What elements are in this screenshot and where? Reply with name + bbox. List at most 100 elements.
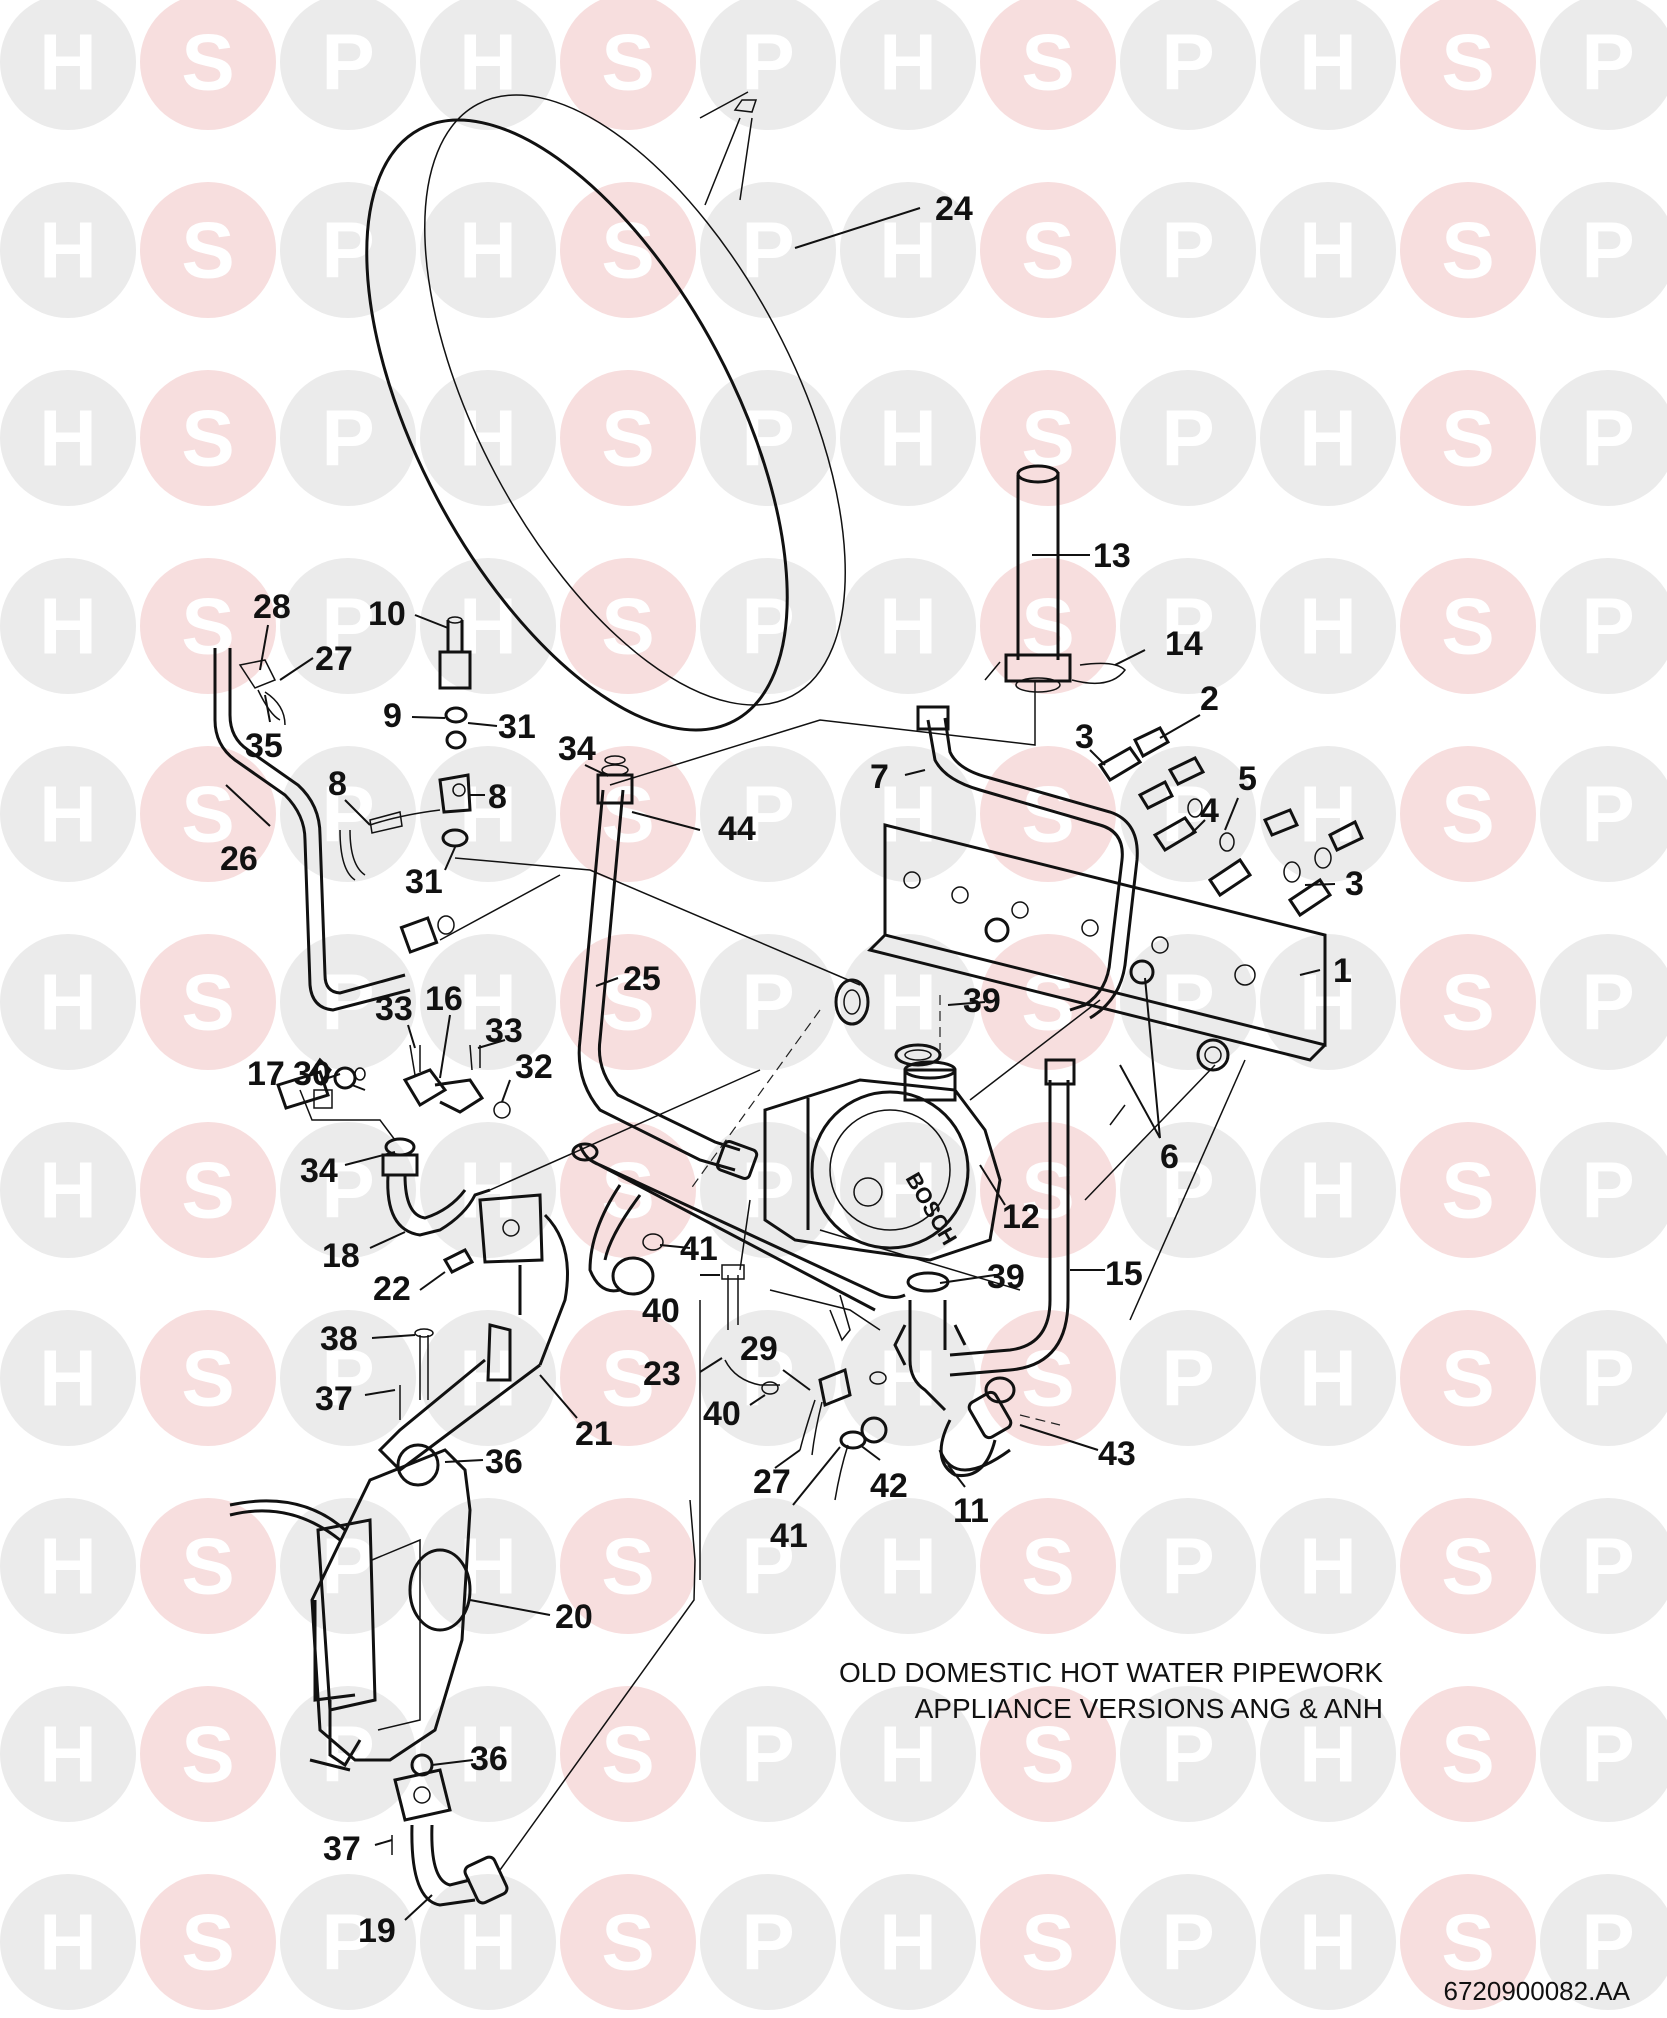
watermark-disc-s (140, 558, 276, 694)
callout-8: 8 (328, 765, 347, 803)
expansion-vessel (365, 91, 1001, 732)
watermark-disc-s (980, 558, 1116, 694)
callout-15: 15 (1105, 1255, 1143, 1293)
watermark-disc-h (1260, 182, 1396, 318)
callout-33: 33 (375, 990, 413, 1028)
watermark-letter-s: S (1021, 18, 1074, 107)
callout-39: 39 (963, 982, 1001, 1020)
watermark-letter-s: S (601, 582, 654, 671)
callout-39b: 39 (987, 1258, 1025, 1296)
watermark-letter-h: H (459, 394, 517, 483)
watermark-disc-p (1540, 1122, 1667, 1258)
watermark-disc-h (420, 558, 556, 694)
watermark-disc-p (1120, 182, 1256, 318)
watermark-letter-s: S (181, 206, 234, 295)
watermark-letter-s: S (1021, 1710, 1074, 1799)
callout-4: 4 (1200, 792, 1219, 830)
watermark-disc-s (140, 1498, 276, 1634)
watermark-letter-s: S (181, 582, 234, 671)
watermark-letter-h: H (459, 1898, 517, 1987)
watermark-letter-s: S (601, 958, 654, 1047)
watermark-disc-h (0, 558, 136, 694)
watermark-disc-s (560, 1874, 696, 2010)
watermark-disc-h (840, 1686, 976, 1822)
watermark-disc-h (840, 1122, 976, 1258)
caption-block: OLD DOMESTIC HOT WATER PIPEWORK APPLIANC… (839, 1657, 1383, 1724)
callout-34b: 34 (300, 1152, 338, 1190)
watermark-letter-h: H (39, 770, 97, 859)
watermark-letter-h: H (879, 394, 937, 483)
watermark-disc-h (0, 1874, 136, 2010)
callout-17: 17 (247, 1055, 285, 1093)
watermark-letter-p: P (1581, 206, 1634, 295)
watermark-disc-p (1120, 1686, 1256, 1822)
watermark-letter-h: H (459, 582, 517, 671)
watermark-letter-p: P (1161, 582, 1214, 671)
watermark-letter-s: S (1441, 1522, 1494, 1611)
watermark-disc-h (840, 558, 976, 694)
bracket-21 (377, 1193, 569, 1472)
watermark-letter-s: S (601, 1522, 654, 1611)
leader-lines (225, 207, 1336, 1921)
callout-21: 21 (575, 1415, 613, 1453)
watermark-disc-p (280, 746, 416, 882)
watermark-letter-h: H (879, 1522, 937, 1611)
callout-25: 25 (623, 960, 661, 998)
callout-18: 18 (322, 1237, 360, 1275)
callout-7: 7 (870, 758, 889, 796)
watermark-letter-p: P (321, 1334, 374, 1423)
watermark-disc-h (1260, 370, 1396, 506)
callout-3: 3 (1075, 718, 1094, 756)
watermark-letter-p: P (321, 1522, 374, 1611)
watermark-disc-p (700, 558, 836, 694)
watermark-letter-s: S (181, 1710, 234, 1799)
watermark-disc-s (140, 370, 276, 506)
callout-12: 12 (1002, 1198, 1040, 1236)
watermark-disc-h (0, 370, 136, 506)
callout-33b: 33 (485, 1012, 523, 1050)
watermark-letter-s: S (1441, 582, 1494, 671)
watermark-letter-h: H (879, 1898, 937, 1987)
watermark-disc-p (280, 370, 416, 506)
watermark-disc-s (140, 1686, 276, 1822)
watermark-disc-s (980, 1686, 1116, 1822)
watermark-letter-h: H (879, 1334, 937, 1423)
callout-38: 38 (320, 1320, 358, 1358)
watermark-letter-s: S (1441, 1146, 1494, 1235)
watermark-disc-s (560, 558, 696, 694)
watermark-letter-p: P (741, 206, 794, 295)
watermark-disc-s (140, 934, 276, 1070)
watermark-letter-h: H (1299, 1334, 1357, 1423)
watermark-letter-p: P (321, 582, 374, 671)
mounting-rail (867, 823, 1327, 1062)
watermark-letter-s: S (1441, 394, 1494, 483)
watermark-disc-s (1400, 1686, 1536, 1822)
callout-11: 11 (953, 1492, 989, 1530)
watermark-disc-h (840, 1498, 976, 1634)
callout-36: 36 (485, 1443, 523, 1481)
watermark-letter-s: S (181, 1334, 234, 1423)
watermark-disc-h (0, 746, 136, 882)
watermark-disc-p (1540, 746, 1667, 882)
watermark-letter-s: S (181, 18, 234, 107)
callout-29: 29 (740, 1330, 778, 1368)
callout-24: 24 (935, 190, 973, 228)
callout-35: 35 (245, 727, 283, 765)
watermark-letter-s: S (1021, 394, 1074, 483)
watermark-letter-p: P (321, 18, 374, 107)
callout-22: 22 (373, 1270, 411, 1308)
watermark-letter-p: P (1161, 18, 1214, 107)
watermark-disc-s (1400, 1310, 1536, 1446)
watermark-letter-p: P (1161, 958, 1214, 1047)
watermark-letter-s: S (601, 394, 654, 483)
watermark-disc-h (0, 182, 136, 318)
watermark-disc-h (840, 370, 976, 506)
watermark-letter-h: H (879, 18, 937, 107)
watermark-letter-p: P (741, 958, 794, 1047)
watermark-letter-h: H (1299, 582, 1357, 671)
watermark-disc-p (1540, 558, 1667, 694)
callout-37: 37 (315, 1380, 353, 1418)
watermark-disc-p (1540, 1874, 1667, 2010)
watermark-letter-h: H (879, 1710, 937, 1799)
